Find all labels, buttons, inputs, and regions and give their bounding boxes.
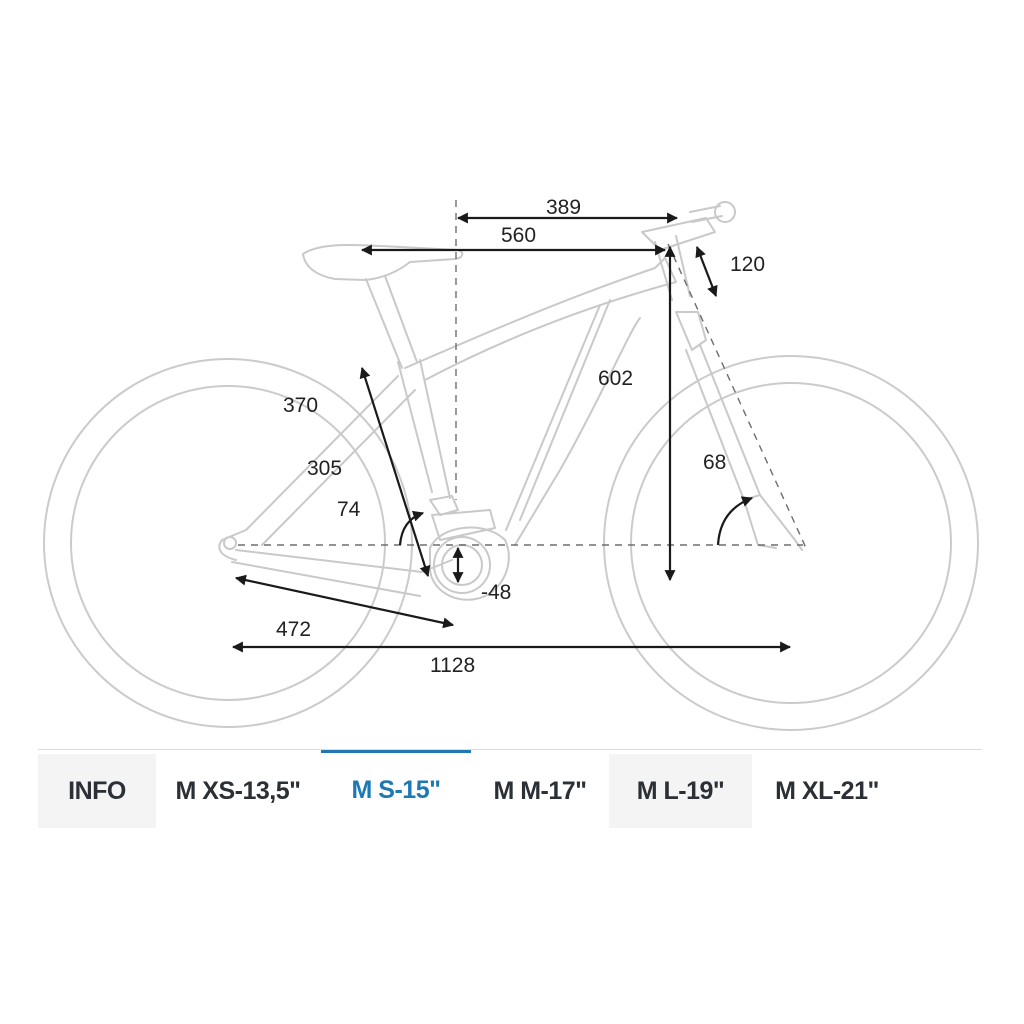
reach-label: 389 <box>546 196 581 219</box>
tab-size-s[interactable]: M S-15" <box>321 750 471 828</box>
chainstay-arrow <box>234 574 455 629</box>
rear-wheel <box>43 358 413 728</box>
seat-angle-label: 74 <box>337 498 361 521</box>
bb-drop-label: -48 <box>481 581 511 604</box>
seat-tube-arrow <box>359 366 431 578</box>
tab-size-xs[interactable]: M XS-13,5" <box>175 776 301 805</box>
stack-label: 602 <box>598 367 633 390</box>
tab-info[interactable]: INFO <box>38 754 156 828</box>
chainstay-label: 472 <box>276 618 311 641</box>
tab-size-l[interactable]: M L-19" <box>609 754 752 828</box>
steering-axis-reference <box>667 243 807 549</box>
head-tube-arrow <box>695 245 718 298</box>
head-tube-label: 120 <box>730 253 765 276</box>
bike-geometry-diagram: 389 560 120 602 68 370 305 74 -48 472 11… <box>43 196 979 731</box>
top-tube-label: 560 <box>501 224 536 247</box>
front-wheel <box>603 355 979 731</box>
tab-size-xl[interactable]: M XL-21" <box>775 776 879 805</box>
head-angle-label: 68 <box>703 451 726 474</box>
wheelbase-label: 1128 <box>430 654 475 677</box>
tab-size-m[interactable]: M M-17" <box>493 776 587 805</box>
seat-tube-top-label: 370 <box>283 394 318 417</box>
seat-tube-label: 305 <box>307 457 342 480</box>
head-angle-arc <box>716 496 754 546</box>
seat-angle-arc <box>398 510 425 546</box>
size-tab-bar: INFO M XS-13,5" M S-15" M M-17" M L-19" … <box>38 749 982 828</box>
